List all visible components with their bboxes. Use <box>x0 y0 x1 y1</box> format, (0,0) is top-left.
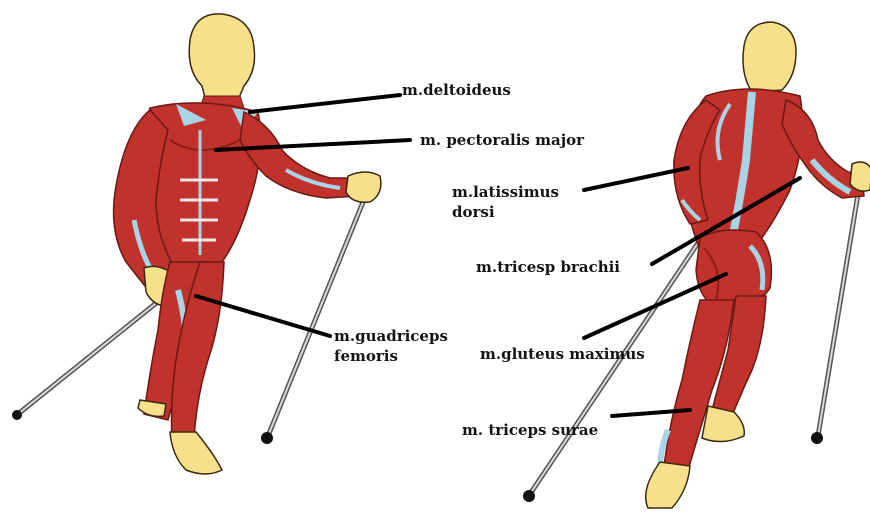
leader-latissimus <box>584 168 688 190</box>
foot <box>646 462 690 508</box>
pole-tip <box>261 432 273 444</box>
pole-tip <box>523 490 535 502</box>
foot <box>702 406 744 442</box>
label-triceps-surae: m. triceps surae <box>462 420 598 440</box>
label-pectoralis-major: m. pectoralis major <box>420 130 584 150</box>
right-hand-back <box>850 162 870 191</box>
label-deltoideus: m.deltoideus <box>402 80 511 100</box>
label-quadriceps-line1: m.guadriceps <box>334 326 448 346</box>
right-hand <box>346 172 381 202</box>
front-view-figure <box>12 14 381 474</box>
head <box>189 14 254 102</box>
label-latissimus-dorsi: m.latissimus dorsi <box>452 182 559 222</box>
label-latissimus-line1: m.latissimus <box>452 182 559 202</box>
label-gluteus-maximus: m.gluteus maximus <box>480 344 645 364</box>
head <box>743 22 796 92</box>
leader-deltoideus <box>250 95 400 112</box>
label-quadriceps-femoris: m.guadriceps femoris <box>334 326 448 366</box>
pole-tip <box>811 432 823 444</box>
foot <box>170 432 222 474</box>
label-latissimus-line2: dorsi <box>452 202 559 222</box>
label-quadriceps-line2: femoris <box>334 346 448 366</box>
pole-tip <box>12 410 22 420</box>
label-triceps-brachii: m.tricesp brachii <box>476 257 620 277</box>
right-arm <box>240 112 358 198</box>
